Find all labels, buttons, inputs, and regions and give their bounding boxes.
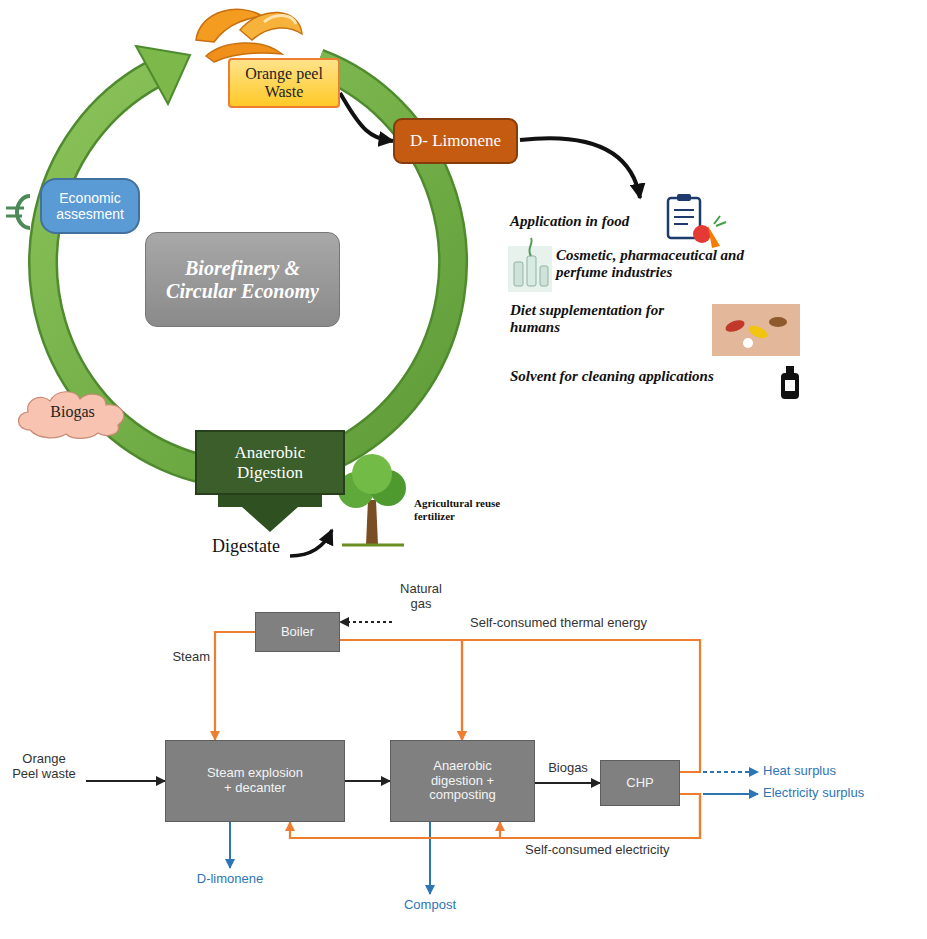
- box-text: CHP: [626, 776, 653, 791]
- clipboard-clip: [677, 194, 691, 201]
- concept-box: Biorefinery & Circular Economy: [145, 232, 340, 327]
- bottle: [527, 256, 536, 286]
- bottle: [514, 262, 523, 286]
- bottle-cap: [786, 366, 794, 373]
- process-box: Anaerobic digestion + composting: [390, 740, 535, 822]
- reuse-arrow: [290, 530, 332, 556]
- canopy: [352, 454, 392, 494]
- surplus-arrow: [703, 771, 758, 773]
- pill: [743, 338, 753, 348]
- box-text: D- Limonene: [410, 131, 501, 151]
- pill: [724, 318, 746, 334]
- cloud-outline: [18, 392, 123, 439]
- process-box: CHP: [600, 760, 680, 806]
- box-text: Anaerobic Digestion: [207, 443, 333, 482]
- annotation-label: Cosmetic, pharmaceutical and perfume ind…: [556, 247, 768, 282]
- annotation-label: Orange Peel waste: [8, 752, 80, 782]
- surplus-arrow: [703, 793, 758, 795]
- carrot-leaves: [714, 216, 726, 226]
- annotation-label: Application in food: [510, 213, 670, 230]
- sprig: [529, 238, 531, 256]
- box-text: Economic assesment: [50, 190, 130, 222]
- product-box: D- Limonene: [393, 118, 518, 164]
- annotation-label: D-limonene: [180, 872, 280, 887]
- flow-arrow: [215, 632, 255, 740]
- tree-picture: [338, 454, 406, 545]
- output-arrow: [229, 822, 231, 868]
- box-text: Orange peel Waste: [238, 65, 330, 102]
- box-text: Anaerobic digestion + composting: [409, 759, 516, 804]
- cosmetics-picture: [508, 238, 552, 292]
- annotation-label: Diet supplementation for humans: [510, 302, 690, 337]
- trunk: [366, 500, 378, 545]
- clipboard-lines: [674, 210, 694, 224]
- box-text: Biorefinery & Circular Economy: [160, 257, 325, 303]
- tomato: [693, 225, 711, 243]
- gas-arrow: [340, 621, 392, 623]
- orange-peel-picture: [196, 9, 302, 62]
- euro-bars: [6, 208, 24, 216]
- assessment-box: Economic assesment: [40, 178, 140, 234]
- box-text: Biogas: [50, 403, 94, 421]
- flow-arrow: [345, 780, 390, 782]
- pills-picture: [712, 304, 800, 356]
- peel-pith: [264, 15, 296, 24]
- flow-arrow: [340, 93, 393, 141]
- annotation-label: Heat surplus: [763, 764, 893, 779]
- euro-arc: [17, 196, 30, 228]
- annotation-label: Compost: [380, 898, 480, 913]
- process-box: Anaerobic Digestion: [195, 430, 345, 495]
- application-arrow: [520, 138, 640, 198]
- food-icon: [668, 194, 726, 248]
- waste-box: Orange peel Waste: [228, 58, 340, 108]
- bottle-icon: [781, 366, 799, 399]
- euro-icon: [6, 196, 30, 228]
- bottle-body: [781, 373, 799, 399]
- bottle-tag: [785, 380, 795, 391]
- peel-piece: [240, 12, 302, 40]
- bottle: [540, 266, 548, 286]
- annotation-label: Digestate: [196, 536, 296, 557]
- pill: [747, 323, 769, 341]
- pill: [769, 317, 787, 327]
- annotation-label: Electricity surplus: [763, 786, 913, 801]
- annotation-label: Self-consumed electricity: [525, 843, 725, 858]
- annotation-label: Natural gas: [390, 582, 452, 612]
- flow-arrow: [535, 782, 600, 784]
- cloud-node: Biogas: [10, 385, 135, 440]
- box-text: Steam explosion + decanter: [206, 766, 304, 796]
- carrot: [708, 226, 720, 248]
- down-arrow: [218, 495, 322, 532]
- annotation-label: Self-consumed thermal energy: [470, 616, 680, 631]
- flow-label: Steam: [160, 650, 210, 665]
- box-text: Boiler: [281, 625, 314, 640]
- ring-arrowhead: [136, 46, 190, 104]
- process-box: Steam explosion + decanter: [165, 740, 345, 822]
- hand: [712, 304, 800, 356]
- process-box: Boiler: [255, 612, 340, 652]
- annotation-label: Solvent for cleaning applications: [510, 368, 778, 385]
- flow-label: Biogas: [541, 761, 595, 776]
- flow-arrow: [340, 640, 462, 740]
- ground: [342, 544, 404, 547]
- feed-arrow: [86, 780, 165, 782]
- annotation-label: Agricultural reuse fertilizer: [414, 497, 526, 522]
- output-arrow: [429, 822, 431, 894]
